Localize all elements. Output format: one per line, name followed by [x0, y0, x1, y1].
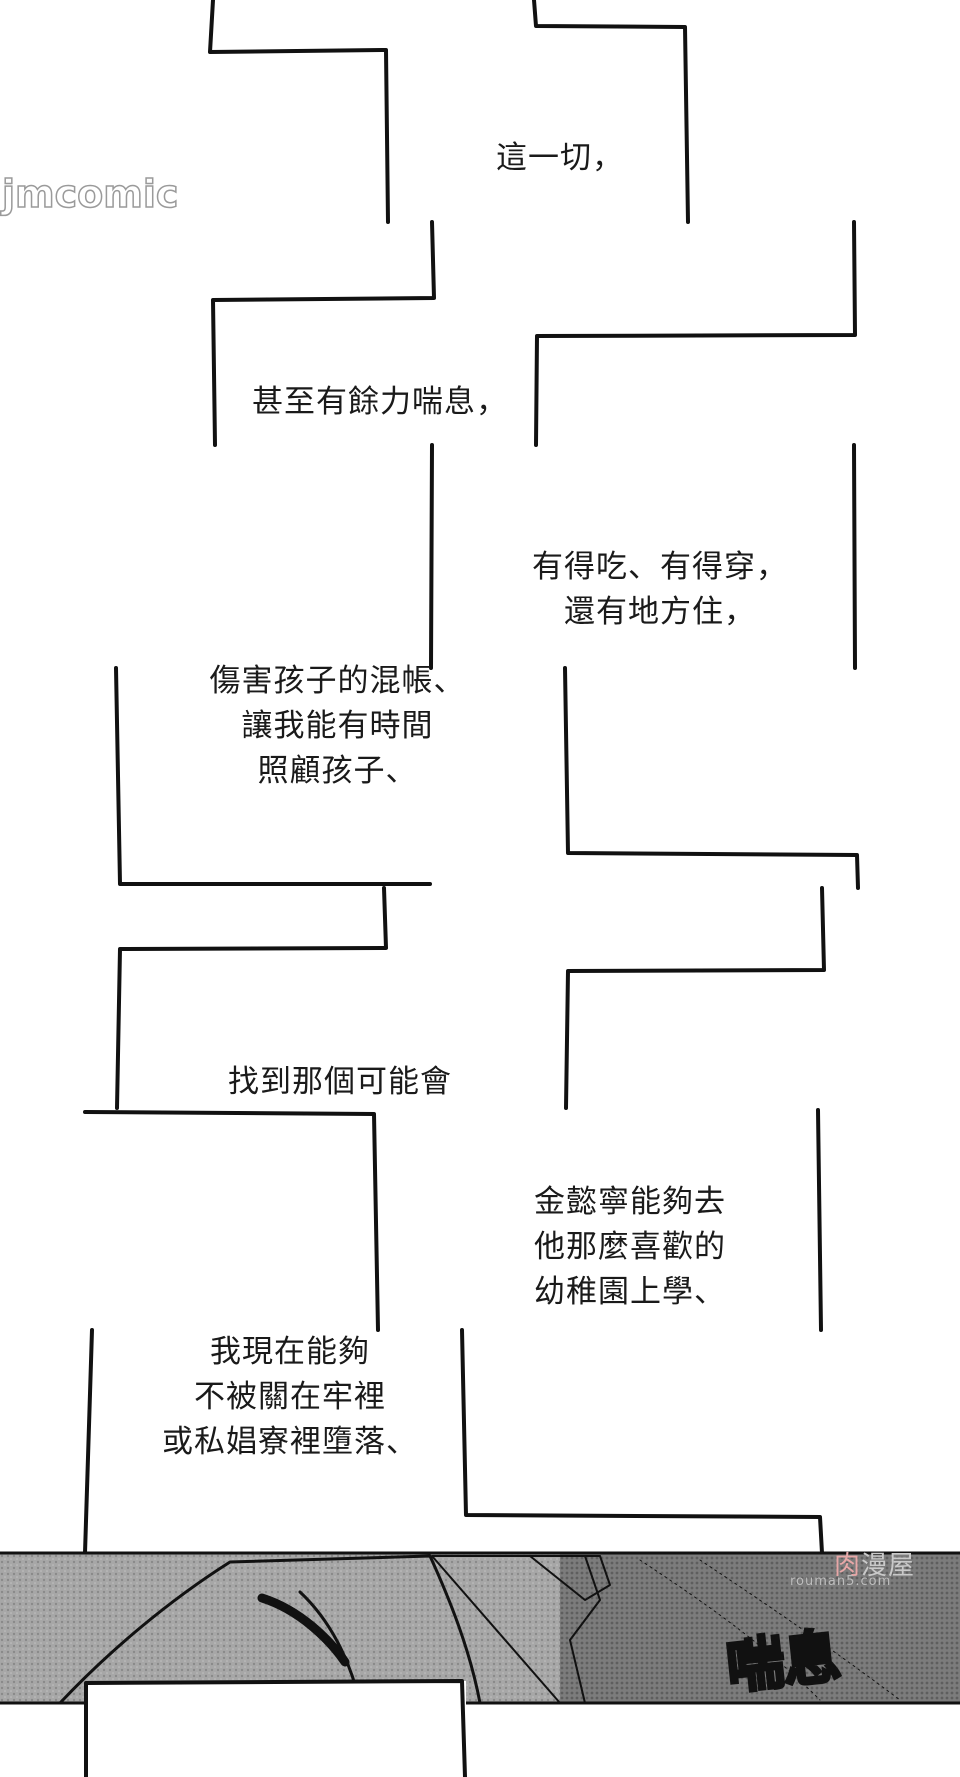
- caption-breathing-room: 甚至有餘力喘息，: [252, 384, 508, 420]
- panel-6: [83, 1108, 823, 1332]
- panel-4: [114, 666, 860, 890]
- caption-time-for-children: 傷害孩子的混帳、 讓我能有時間 照顧孩子、: [209, 663, 466, 789]
- panel-1: [208, 0, 690, 224]
- caption-not-imprisoned: 我現在能夠 不被關在牢裡 或私娼寮裡墮落、: [162, 1334, 418, 1460]
- sfx-panting: 喘息: [722, 1621, 844, 1703]
- caption-this-all: 這一切，: [496, 140, 624, 176]
- site-watermark-cn: 肉漫屋: [834, 1545, 915, 1582]
- panel-7: [83, 1328, 824, 1555]
- panel-2: [211, 220, 857, 447]
- site-watermark-rest: 漫屋: [861, 1551, 916, 1581]
- panel-3: [429, 443, 857, 670]
- caption-find-that-person: 找到那個可能會: [228, 1064, 452, 1100]
- caption-food-clothes-home: 有得吃、有得穿， 還有地方住，: [532, 549, 788, 630]
- caption-kindergarten: 金懿寧能夠去 他那麼喜歡的 幼稚園上學、: [534, 1184, 726, 1310]
- site-watermark-url: rouman5.com: [790, 1574, 892, 1589]
- jmcomic-logo-watermark: jmcomic: [1, 171, 179, 217]
- art-strip: [0, 1551, 960, 1777]
- site-watermark-accent: 肉: [834, 1551, 862, 1581]
- panel-5: [115, 886, 826, 1110]
